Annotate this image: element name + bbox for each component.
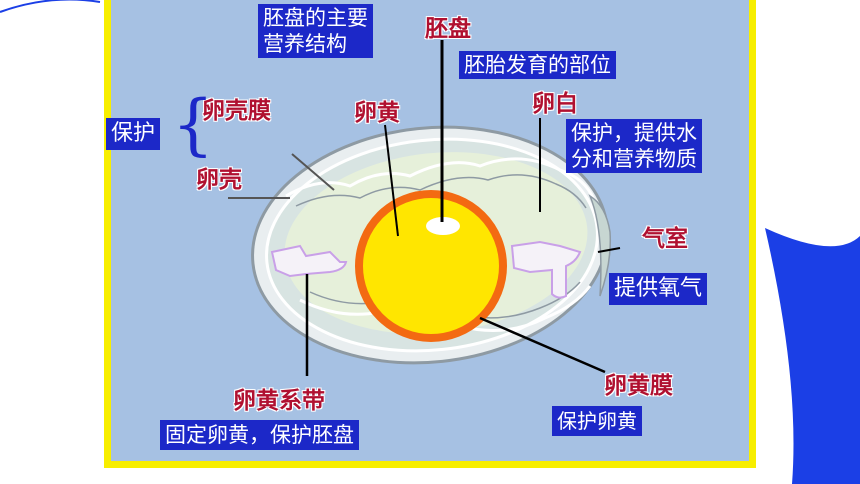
yolk-membrane-pointer <box>479 316 606 374</box>
albumen-note-line-1: 保护，提供水 <box>571 121 697 145</box>
chalaza-right <box>510 240 582 299</box>
albumen-note-line-2: 分和营养物质 <box>571 147 697 171</box>
embryo-disc-note: 胚胎发育的部位 <box>459 51 616 79</box>
embryo-disc-label: 胚盘 <box>425 16 471 42</box>
air-cell-pointer <box>597 247 621 253</box>
yolk <box>355 190 507 342</box>
yolk-note: 胚盘的主要 营养结构 <box>258 4 373 58</box>
brace: { <box>172 86 214 163</box>
embryo-disc <box>426 217 460 235</box>
albumen-wave-top-inner <box>295 174 587 209</box>
right-blue-decoration <box>765 228 860 484</box>
chalaza-note: 固定卵黄，保护胚盘 <box>160 420 359 450</box>
yolk-label: 卵黄 <box>354 100 400 126</box>
yolk-membrane-label: 卵黄膜 <box>604 373 673 399</box>
air-cell-label: 气室 <box>642 226 688 252</box>
yolk-note-line-1: 胚盘的主要 <box>263 6 368 30</box>
air-cell <box>588 194 612 297</box>
albumen-note: 保护，提供水 分和营养物质 <box>566 119 702 173</box>
air-cell-note: 提供氧气 <box>609 273 708 305</box>
shell-label: 卵壳 <box>196 167 242 193</box>
shell-membrane-label: 卵壳膜 <box>202 98 271 124</box>
albumen-label: 卵白 <box>532 91 578 117</box>
top-arc-decoration <box>0 0 101 13</box>
chalaza-left <box>270 244 348 278</box>
yolk-membrane-note: 保护卵黄 <box>552 406 642 436</box>
yolk-note-line-2: 营养结构 <box>263 32 347 56</box>
albumen-wave-top <box>285 157 596 201</box>
shell-membrane-pointer <box>291 153 335 191</box>
chalaza-label: 卵黄系带 <box>233 388 325 414</box>
yolk-pointer <box>384 124 399 237</box>
protect-note: 保护 <box>106 118 161 150</box>
